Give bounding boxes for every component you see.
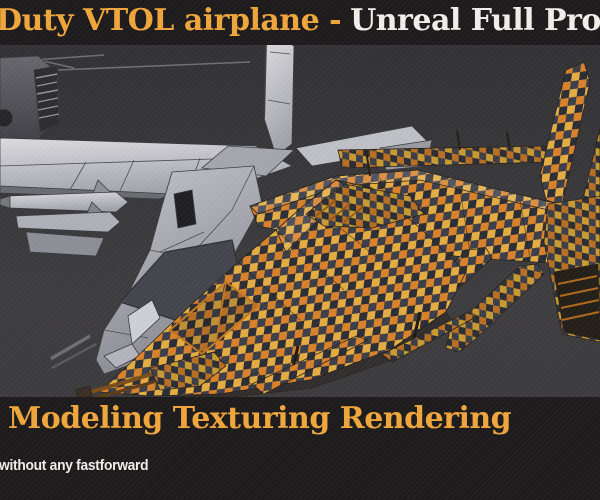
clay-nose-gun <box>40 334 97 370</box>
clay-canopy <box>118 239 241 321</box>
clay-air-intake <box>173 189 197 229</box>
footer-note: without any fastforward <box>0 457 149 474</box>
clay-tail-boom <box>295 125 433 167</box>
clay-tail-fin <box>263 37 295 157</box>
tex-tail-fin <box>539 61 591 206</box>
tex-nose-gun <box>75 351 227 401</box>
footer-heading: Modeling Texturing Rendering <box>8 401 512 436</box>
tex-landing-skids <box>245 311 479 395</box>
footer-band: Modeling Texturing Rendering without any… <box>0 397 600 500</box>
title-main: Unreal Full Process <box>350 3 600 38</box>
title-band: Duty VTOL airplane - Unreal Full Process <box>0 0 600 45</box>
textured-vtol-model <box>75 61 600 401</box>
title-highlight: Duty VTOL airplane - <box>0 3 342 38</box>
clay-missile-pods <box>0 179 129 257</box>
tex-canopy <box>168 280 260 356</box>
tex-tail-boom <box>337 145 551 169</box>
tex-engine-hump <box>305 183 425 229</box>
